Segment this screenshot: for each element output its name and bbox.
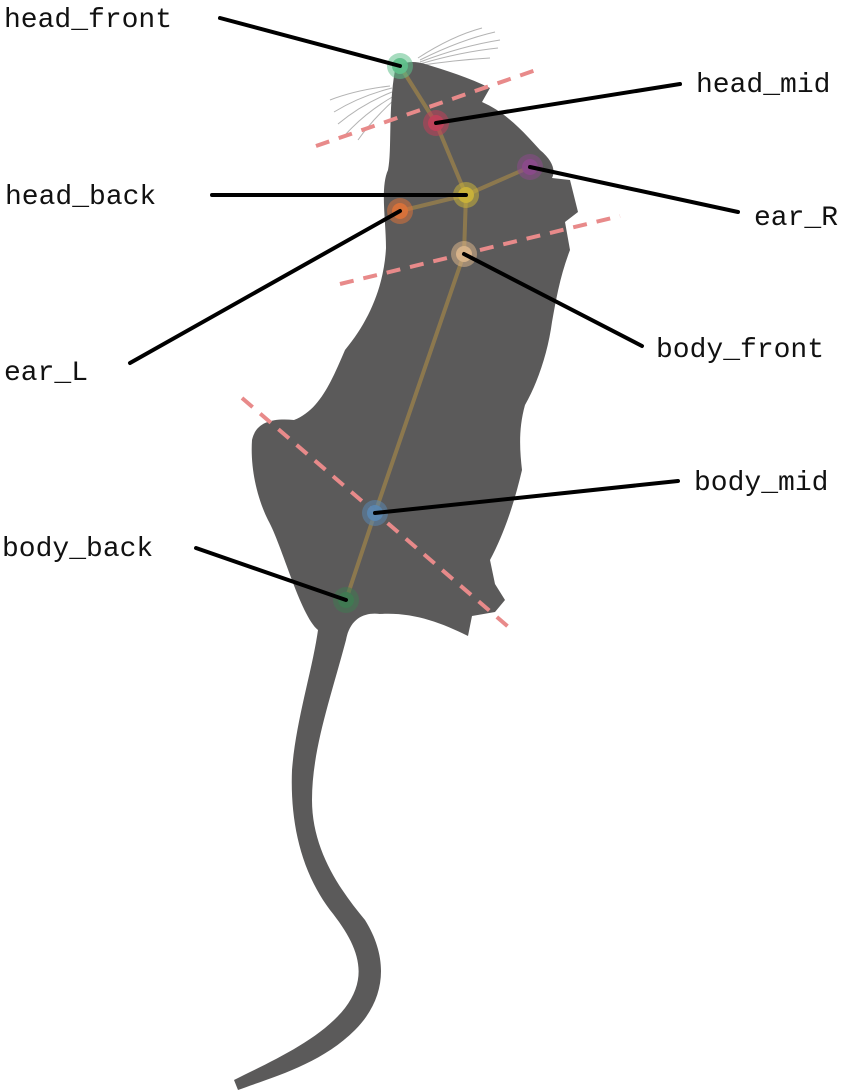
guide-line-2 <box>339 214 621 286</box>
leader-ear_R <box>528 165 740 214</box>
leader-body_back <box>194 546 348 602</box>
bone-body_mid-body_back <box>344 511 377 602</box>
whiskers <box>329 27 501 141</box>
mouse-silhouette <box>234 62 578 1090</box>
label-body_back: body_back <box>2 534 153 565</box>
label-head_mid: head_mid <box>696 70 830 101</box>
guide-line-1 <box>315 68 537 148</box>
leader-head_mid <box>434 82 682 125</box>
label-body_front: body_front <box>656 335 824 366</box>
leader-head_front <box>218 16 402 68</box>
label-head_back: head_back <box>5 182 156 213</box>
labels: head_front head_mid head_back ear_L ear_… <box>2 5 838 565</box>
leader-body_mid <box>373 479 680 515</box>
leader-ear_L <box>128 209 402 365</box>
mouse-body <box>234 62 578 1090</box>
label-body_mid: body_mid <box>694 468 828 499</box>
label-head_front: head_front <box>4 5 172 36</box>
bone-body_front-body_mid <box>373 252 466 515</box>
label-ear_R: ear_R <box>754 203 838 234</box>
label-ear_L: ear_L <box>4 358 88 389</box>
leader-lines <box>128 16 740 602</box>
leader-body_front <box>462 252 644 348</box>
